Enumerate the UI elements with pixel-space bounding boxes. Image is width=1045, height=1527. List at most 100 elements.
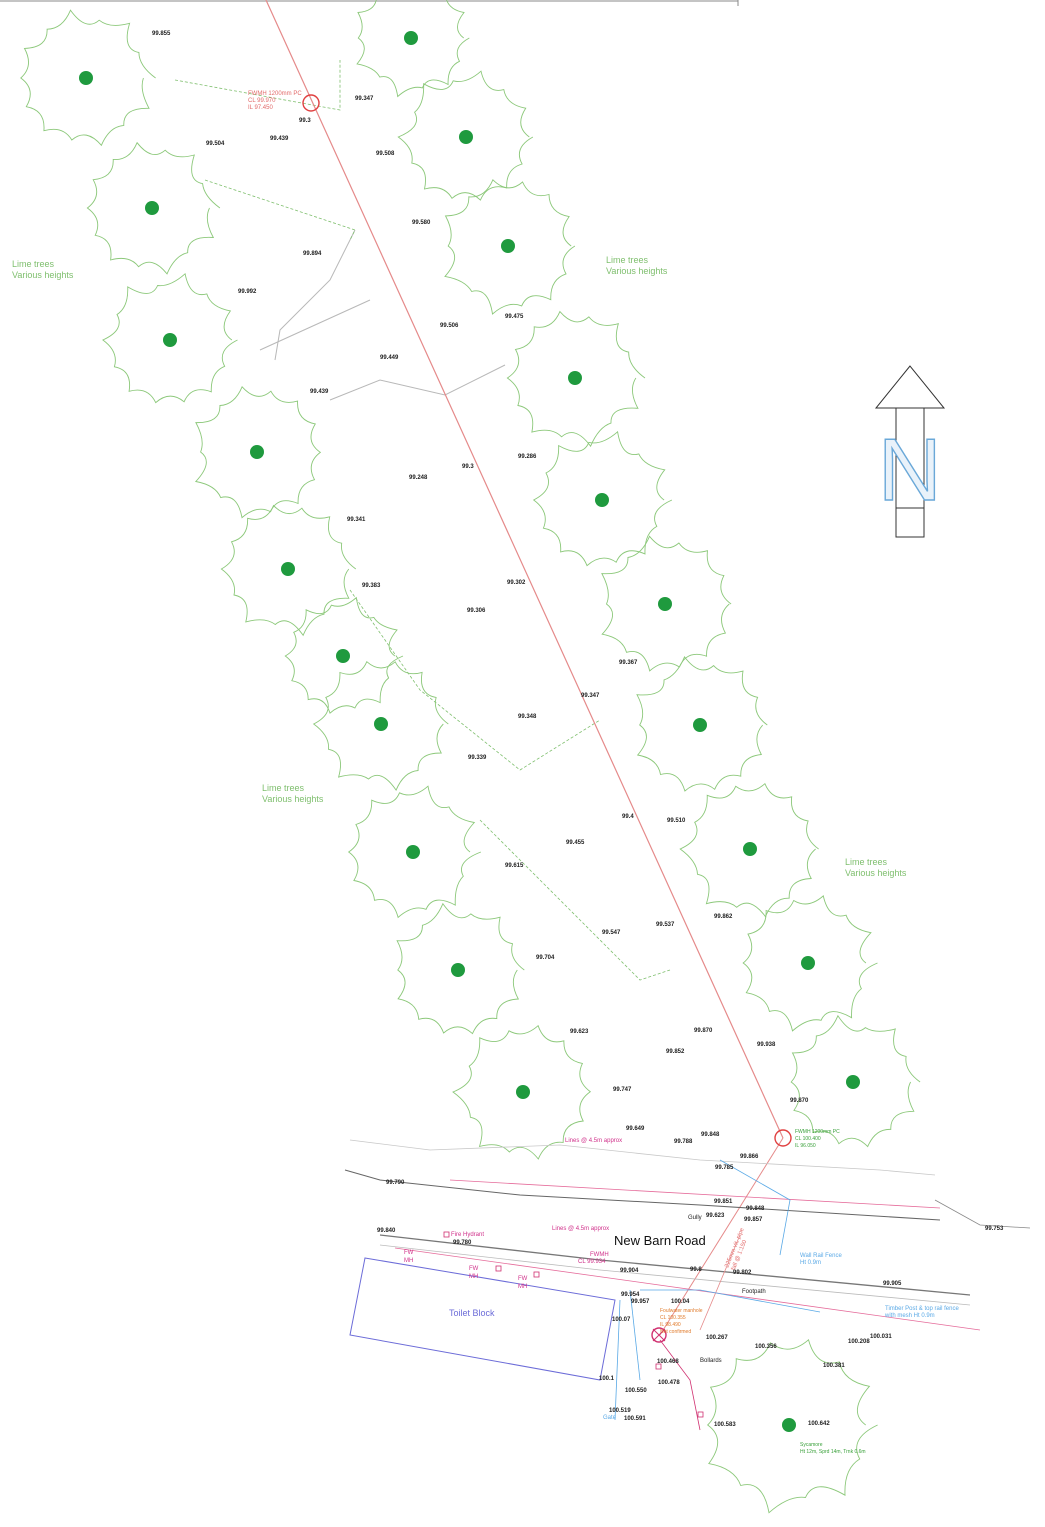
spot-level: 99.851 [714,1199,733,1205]
tree-trunk-icon [406,845,420,859]
tree-trunk-icon [846,1075,860,1089]
spot-level: 99.508 [376,151,395,157]
spot-level: 99.367 [619,660,638,666]
tree-trunk-icon [451,963,465,977]
spot-level: 100.591 [624,1416,646,1422]
spot-level: 99.248 [409,475,428,481]
sewer-line-south [659,1137,784,1336]
spot-level: 99.894 [303,251,322,257]
spot-level: 100.1 [599,1376,615,1382]
spot-level: 99.862 [714,914,733,920]
spot-level: 99.383 [362,583,381,589]
sycamore-note: Sycamore Ht 12m, Sprd 14m, Trnk 0.6m [800,1442,866,1455]
spot-level: 99.852 [666,1049,685,1055]
tree-trunk-icon [336,649,350,663]
svg-text:FWMH 1200mm PC: FWMH 1200mm PC [248,91,302,97]
manhole-mid-icon [774,1129,792,1147]
spot-level: 99.954 [621,1292,640,1298]
spot-level: 99.306 [467,608,486,614]
tree-trunk-icon [801,956,815,970]
tree-trunk-icon [163,333,177,347]
tree-trunk-icon [516,1085,530,1099]
spot-level: 99.302 [507,580,526,586]
spot-level: 99.623 [570,1029,589,1035]
svg-text:FW: FW [469,1266,479,1272]
spot-level: 99.870 [694,1028,713,1034]
svg-text:MH: MH [469,1274,478,1280]
spot-level: 100.583 [714,1422,736,1428]
spot-level: 100.381 [823,1363,845,1369]
tree-canopy [284,596,404,714]
service-lines [614,1159,821,1431]
tree-trunk-icon [459,130,473,144]
spot-level: 99.504 [206,141,225,147]
tree-trunk-icon [281,562,295,576]
pipe-note: 225mm vit. pipe fall @ 1:150 [724,1227,748,1272]
spot-level: 99.439 [310,389,329,395]
spot-level: 100.468 [657,1359,679,1365]
svg-text:Not confirmed: Not confirmed [660,1329,691,1335]
fw-manholes [443,1231,704,1418]
svg-text:IL 97.450: IL 97.450 [248,105,273,111]
spot-level: 99.992 [238,289,257,295]
spot-level: 99.704 [536,955,555,961]
svg-text:MH: MH [404,1258,413,1264]
tree-trunk-icon [693,718,707,732]
tree-canopy [220,504,357,637]
tree-group [20,0,921,1514]
spot-level: 100.267 [706,1335,728,1341]
tree-canopy [20,9,156,147]
lime-trees-label-1: Lime trees Various heights [12,259,74,280]
spot-level: 99.753 [985,1226,1004,1232]
svg-text:Lime trees: Lime trees [845,857,888,867]
spot-level: 99.439 [270,136,289,142]
fence-note-2: Timber Post & top rail fence with mesh H… [884,1306,959,1319]
tree-trunk-icon [501,239,515,253]
svg-text:CL 99.934: CL 99.934 [578,1259,606,1265]
spot-level: 99.848 [701,1132,720,1138]
manhole-north-icon [302,94,320,112]
spot-level: 99.938 [757,1042,776,1048]
tree-trunk-icon [743,842,757,856]
spot-level: 99.537 [656,922,675,928]
tree-trunk-icon [79,71,93,85]
tree-trunk-icon [658,597,672,611]
svg-text:Ht 12m, Sprd 14m, Trnk 0.6m: Ht 12m, Sprd 14m, Trnk 0.6m [800,1449,866,1455]
tree-trunk-icon [595,493,609,507]
spot-level: 99.4 [622,814,634,820]
spot-level: 99.788 [674,1139,693,1145]
fence-note-1: Wall Rail Fence Ht 0.9m [800,1253,842,1266]
tree-trunk-icon [782,1418,796,1432]
lime-trees-label-3: Lime trees Various heights [262,783,324,804]
tree-canopy [506,310,646,448]
spot-level: 99.802 [733,1270,752,1276]
svg-text:MH: MH [518,1284,527,1290]
spot-level: 100.519 [609,1408,631,1414]
svg-text:Various heights: Various heights [606,266,668,276]
spot-level: 99.347 [355,96,374,102]
spot-level: 100.04 [671,1299,690,1305]
tree-canopy [601,535,732,672]
spot-level: 99.957 [631,1299,650,1305]
tree-canopy [532,430,673,567]
tree-trunk-icon [145,201,159,215]
spot-level: 99.790 [386,1180,405,1186]
gully-label: Gully [688,1215,702,1221]
svg-text:IL 96.050: IL 96.050 [795,1143,816,1149]
spot-level: 99.286 [518,454,537,460]
tree-canopy [396,902,525,1035]
tree-trunk-icon [568,371,582,385]
svg-text:Wall Rail Fence: Wall Rail Fence [800,1253,842,1259]
spot-level: 99.866 [740,1154,759,1160]
toilet-block-label: Toilet Block [449,1308,495,1318]
lime-trees-label-4: Lime trees Various heights [845,857,907,878]
tree-canopy [194,385,322,519]
svg-text:Various heights: Various heights [12,270,74,280]
svg-text:CL 100.400: CL 100.400 [795,1136,821,1142]
svg-text:Foulwater manhole: Foulwater manhole [660,1308,703,1314]
tree-trunk-icon [250,445,264,459]
tree-canopy [347,785,482,919]
spot-level: 99.649 [626,1126,645,1132]
svg-text:FW: FW [404,1250,414,1256]
